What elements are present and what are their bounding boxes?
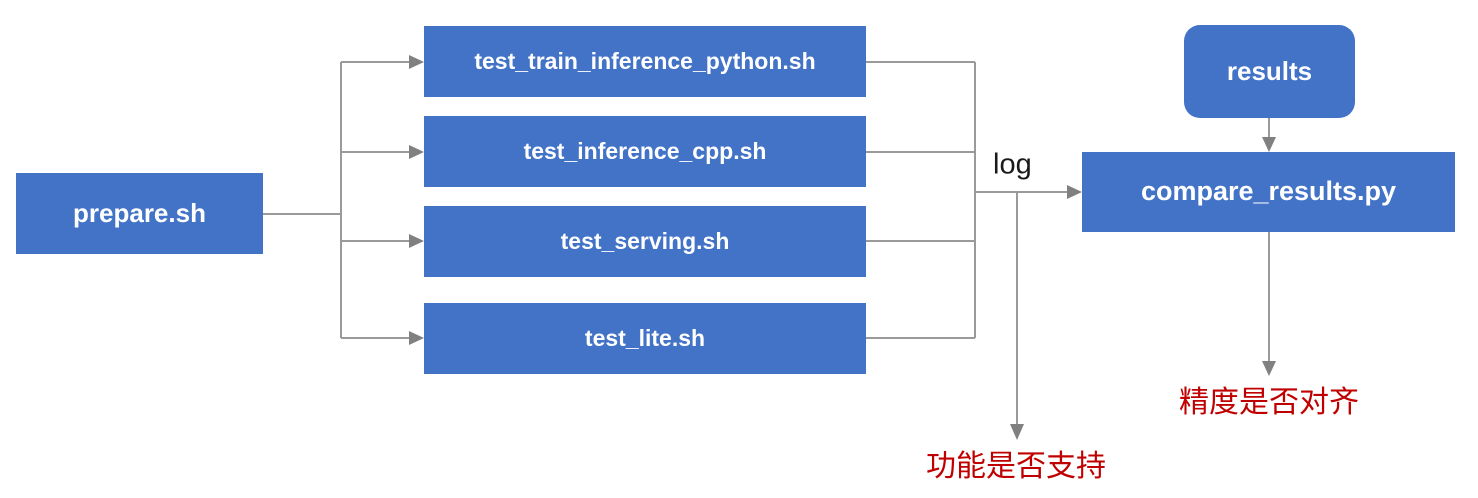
arrowhead-to-compare-results (1067, 185, 1082, 199)
arrowhead-to-function-support (1010, 424, 1024, 440)
arrowhead-to-precision-aligned (1262, 361, 1276, 376)
node-test-train-inference-python-sh[interactable]: test_train_inference_python.sh (424, 26, 866, 97)
node-compare-results-py[interactable]: compare_results.py (1082, 152, 1455, 232)
node-test-serving-sh-box[interactable] (424, 206, 866, 277)
node-test-train-inference-python-sh-box[interactable] (424, 26, 866, 97)
node-prepare-sh[interactable]: prepare.sh (16, 173, 263, 254)
edge-label-log: log (993, 149, 1032, 181)
node-test-lite-sh-box[interactable] (424, 303, 866, 374)
node-test-lite-sh[interactable]: test_lite.sh (424, 303, 866, 374)
annotation-function-support: 功能是否支持 (926, 450, 1106, 483)
arrowhead-to-test-serving (409, 234, 424, 248)
node-layer: prepare.sh test_train_inference_python.s… (16, 25, 1455, 374)
node-prepare-sh-box[interactable] (16, 173, 263, 254)
arrowhead-to-test-train-inference-python (409, 55, 424, 69)
label-layer: log 功能是否支持 精度是否对齐 (926, 149, 1359, 483)
node-results-box[interactable] (1184, 25, 1355, 118)
annotation-precision-aligned: 精度是否对齐 (1179, 386, 1359, 419)
node-results[interactable]: results (1184, 25, 1355, 118)
arrowhead-to-test-inference-cpp (409, 145, 424, 159)
arrowhead-to-test-lite (409, 331, 424, 345)
edge-layer (263, 55, 1276, 440)
node-test-serving-sh[interactable]: test_serving.sh (424, 206, 866, 277)
node-compare-results-py-box[interactable] (1082, 152, 1455, 232)
arrowhead-results-to-compare-results (1262, 137, 1276, 152)
node-test-inference-cpp-sh[interactable]: test_inference_cpp.sh (424, 116, 866, 187)
node-test-inference-cpp-sh-box[interactable] (424, 116, 866, 187)
